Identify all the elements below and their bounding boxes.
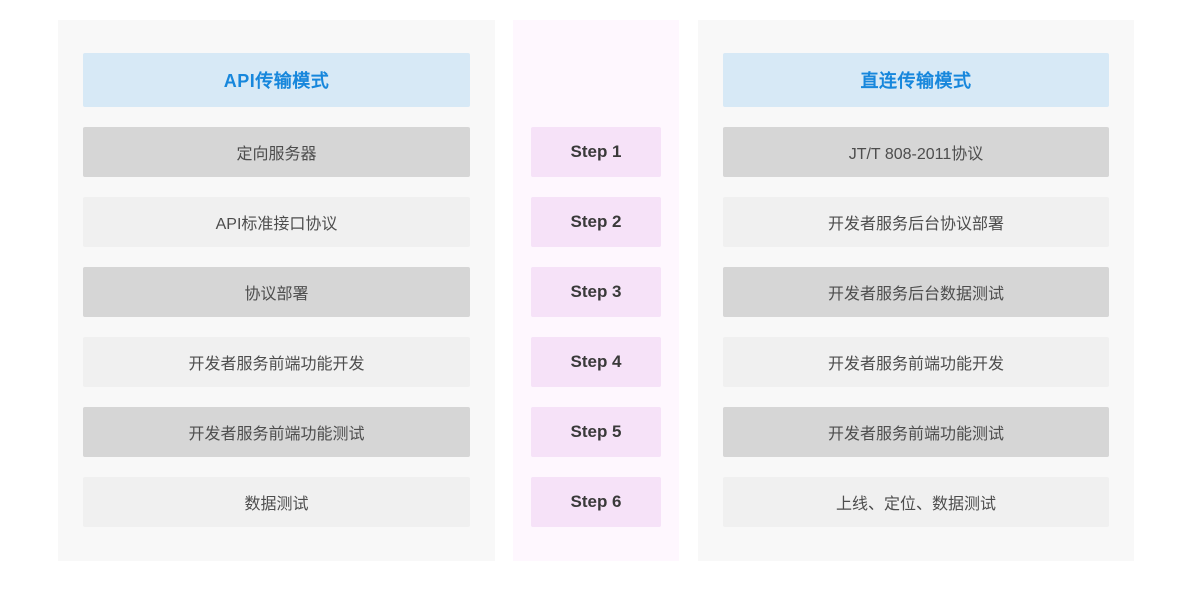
steps-panel: Step 1 Step 2 Step 3 Step 4 Step 5 Step … (513, 20, 679, 561)
direct-step-row-5: 开发者服务前端功能测试 (723, 407, 1109, 457)
direct-step-row-2: 开发者服务后台协议部署 (723, 197, 1109, 247)
api-step-row-4: 开发者服务前端功能开发 (83, 337, 470, 387)
direct-step-row-3: 开发者服务后台数据测试 (723, 267, 1109, 317)
direct-step-row-6: 上线、定位、数据测试 (723, 477, 1109, 527)
step-6-badge: Step 6 (531, 477, 661, 527)
api-step-row-5: 开发者服务前端功能测试 (83, 407, 470, 457)
direct-transfer-mode-panel: 直连传输模式 JT/T 808-2011协议 开发者服务后台协议部署 开发者服务… (698, 20, 1134, 561)
direct-step-row-4: 开发者服务前端功能开发 (723, 337, 1109, 387)
api-panel-title: API传输模式 (83, 53, 470, 107)
api-step-row-2: API标准接口协议 (83, 197, 470, 247)
api-step-row-1: 定向服务器 (83, 127, 470, 177)
step-4-badge: Step 4 (531, 337, 661, 387)
step-5-badge: Step 5 (531, 407, 661, 457)
step-2-badge: Step 2 (531, 197, 661, 247)
direct-step-row-1: JT/T 808-2011协议 (723, 127, 1109, 177)
api-transfer-mode-panel: API传输模式 定向服务器 API标准接口协议 协议部署 开发者服务前端功能开发… (58, 20, 495, 561)
step-1-badge: Step 1 (531, 127, 661, 177)
direct-panel-title: 直连传输模式 (723, 53, 1109, 107)
api-step-row-6: 数据测试 (83, 477, 470, 527)
step-3-badge: Step 3 (531, 267, 661, 317)
api-step-row-3: 协议部署 (83, 267, 470, 317)
